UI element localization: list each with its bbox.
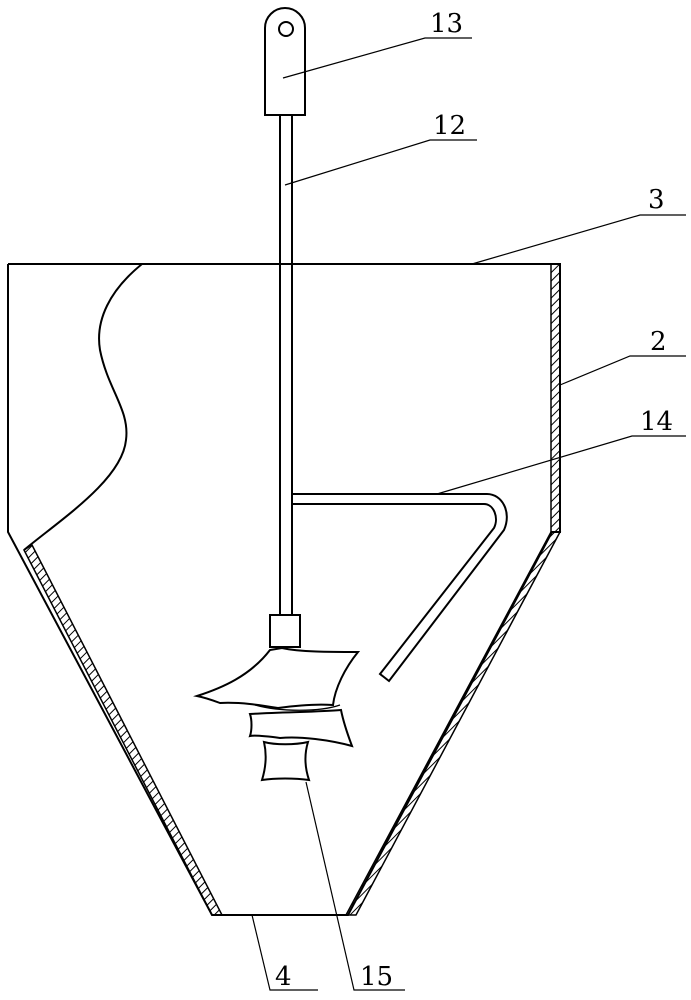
label-13: 13	[430, 9, 463, 39]
leader-13	[283, 38, 472, 78]
label-12: 12	[433, 111, 466, 141]
impeller	[197, 648, 358, 780]
label-14: 14	[640, 407, 673, 437]
shaft-rod	[280, 115, 292, 615]
hopper-body	[8, 264, 560, 915]
left-wall-cone-hatch	[24, 545, 222, 915]
leader-2	[560, 356, 686, 385]
handle	[265, 8, 305, 115]
label-4: 4	[275, 962, 292, 992]
impeller-hub-lower	[262, 742, 309, 780]
impeller-disc-middle	[250, 710, 352, 746]
coupling-sleeve	[270, 615, 300, 647]
label-3: 3	[648, 185, 665, 215]
handle-hole	[279, 22, 293, 36]
hopper-outer-outline	[8, 264, 560, 915]
leader-3	[472, 215, 686, 264]
leader-15	[306, 782, 405, 990]
leader-14	[437, 436, 686, 494]
impeller-blade-upper	[197, 648, 358, 708]
handle-body	[265, 8, 305, 115]
label-15: 15	[360, 962, 393, 992]
cutaway-break-line	[24, 264, 142, 550]
scraper-arm	[292, 494, 507, 681]
leader-12	[285, 140, 477, 185]
reference-numerals: 13 12 3 2 14 4 15	[275, 9, 673, 992]
leader-lines	[252, 38, 686, 990]
right-wall-cone-hatch	[346, 532, 560, 915]
label-2: 2	[650, 327, 667, 357]
shaft	[280, 115, 292, 615]
right-wall-upper-hatch	[551, 264, 560, 532]
